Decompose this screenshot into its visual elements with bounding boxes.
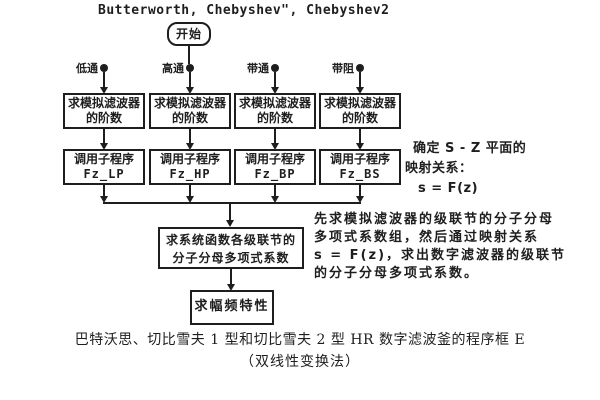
order-box-line2: 的阶数 (171, 111, 208, 125)
process-note-line2: 多项式系数组，然后通过映射关系 (314, 230, 540, 245)
call-box-bandpass: 调用子程序 Fz_BP (234, 149, 316, 185)
call-box-lowpass: 调用子程序 Fz_LP (63, 149, 145, 185)
arrow-down-icon (226, 220, 234, 227)
order-box-line1: 求模拟滤波器 (323, 96, 396, 110)
arrow-down-icon (186, 87, 194, 94)
arrow-down-icon (100, 143, 108, 150)
coefficients-box-line2: 分子分母多项式系数 (172, 251, 290, 265)
start-node: 开始 (167, 22, 211, 46)
branch-label-highpass: 高通 (162, 62, 184, 75)
merge-bus-line (103, 202, 361, 204)
connector (274, 185, 276, 196)
coefficients-box: 求系统函数各级联节的 分子分母多项式系数 (158, 227, 304, 269)
order-box-line1: 求模拟滤波器 (238, 96, 311, 110)
order-box-line1: 求模拟滤波器 (67, 96, 140, 110)
connector (274, 129, 276, 143)
branch-label-bandpass: 带通 (247, 62, 269, 75)
arrow-down-icon (100, 87, 108, 94)
arrow-down-icon (356, 196, 364, 203)
connector (103, 72, 105, 87)
order-box-line2: 的阶数 (256, 111, 293, 125)
mapping-note-line3: s = F(z) (418, 181, 479, 196)
call-box-bandstop: 调用子程序 Fz_BS (319, 149, 401, 185)
arrow-down-icon (186, 196, 194, 203)
arrow-down-icon (271, 87, 279, 94)
order-box-bandpass: 求模拟滤波器 的阶数 (234, 93, 316, 129)
arrow-down-icon (227, 284, 235, 291)
process-note: 先求模拟滤波器的级联节的分子分母 多项式系数组，然后通过映射关系 s = F(z… (314, 211, 600, 283)
order-box-line1: 求模拟滤波器 (153, 96, 226, 110)
connector (188, 46, 190, 64)
subroutine-name: Fz_HP (169, 167, 211, 181)
call-box-label: 调用子程序 (159, 152, 220, 166)
arrow-down-icon (271, 196, 279, 203)
branch-label-lowpass: 低通 (76, 62, 98, 75)
process-note-line4: 的分子分母多项式系数。 (314, 266, 480, 281)
arrow-down-icon (356, 87, 364, 94)
mapping-note-line1: 确定 S - Z 平面的 (413, 141, 527, 156)
connector (103, 129, 105, 143)
connector (103, 185, 105, 196)
subroutine-name: Fz_LP (83, 167, 125, 181)
order-box-bandstop: 求模拟滤波器 的阶数 (319, 93, 401, 129)
junction-dot-icon (271, 64, 279, 72)
figure-caption-sub: （双线性变换法） (240, 354, 360, 370)
process-note-line1: 先求模拟滤波器的级联节的分子分母 (314, 212, 555, 227)
call-box-label: 调用子程序 (73, 152, 134, 166)
subroutine-name: Fz_BP (254, 167, 296, 181)
order-box-lowpass: 求模拟滤波器 的阶数 (63, 93, 145, 129)
page-title: Butterworth, Chebyshev", Chebyshev2 (98, 3, 390, 18)
arrow-down-icon (100, 196, 108, 203)
subroutine-name: Fz_BS (339, 167, 381, 181)
arrow-down-icon (271, 143, 279, 150)
call-box-highpass: 调用子程序 Fz_HP (149, 149, 231, 185)
order-box-highpass: 求模拟滤波器 的阶数 (149, 93, 231, 129)
junction-dot-icon (100, 64, 108, 72)
connector (359, 185, 361, 196)
figure-caption: 巴特沃思、切比雪夫 1 型和切比雪夫 2 型 HR 数字滤波釜的程序框 E (74, 332, 526, 348)
coefficients-box-line1: 求系统函数各级联节的 (165, 233, 296, 247)
connector (189, 129, 191, 143)
connector (274, 72, 276, 87)
call-box-label: 调用子程序 (329, 152, 390, 166)
arrow-down-icon (356, 143, 364, 150)
connector (230, 269, 232, 284)
connector (359, 129, 361, 143)
connector (189, 72, 191, 87)
order-box-line2: 的阶数 (341, 111, 378, 125)
mapping-note: 确定 S - Z 平面的 映射关系： s = F(z) (405, 139, 540, 199)
amplitude-response-box: 求幅频特性 (190, 290, 274, 325)
branch-label-bandstop: 带阻 (332, 62, 354, 75)
mapping-note-line2: 映射关系： (405, 161, 473, 176)
junction-dot-icon (186, 64, 194, 72)
connector (189, 185, 191, 196)
order-box-line2: 的阶数 (85, 111, 122, 125)
junction-dot-icon (356, 64, 364, 72)
connector (229, 204, 231, 220)
call-box-label: 调用子程序 (244, 152, 305, 166)
connector (359, 72, 361, 87)
arrow-down-icon (186, 143, 194, 150)
process-note-line3: s = F(z)，求出数字滤波器的级联节 (314, 248, 567, 263)
